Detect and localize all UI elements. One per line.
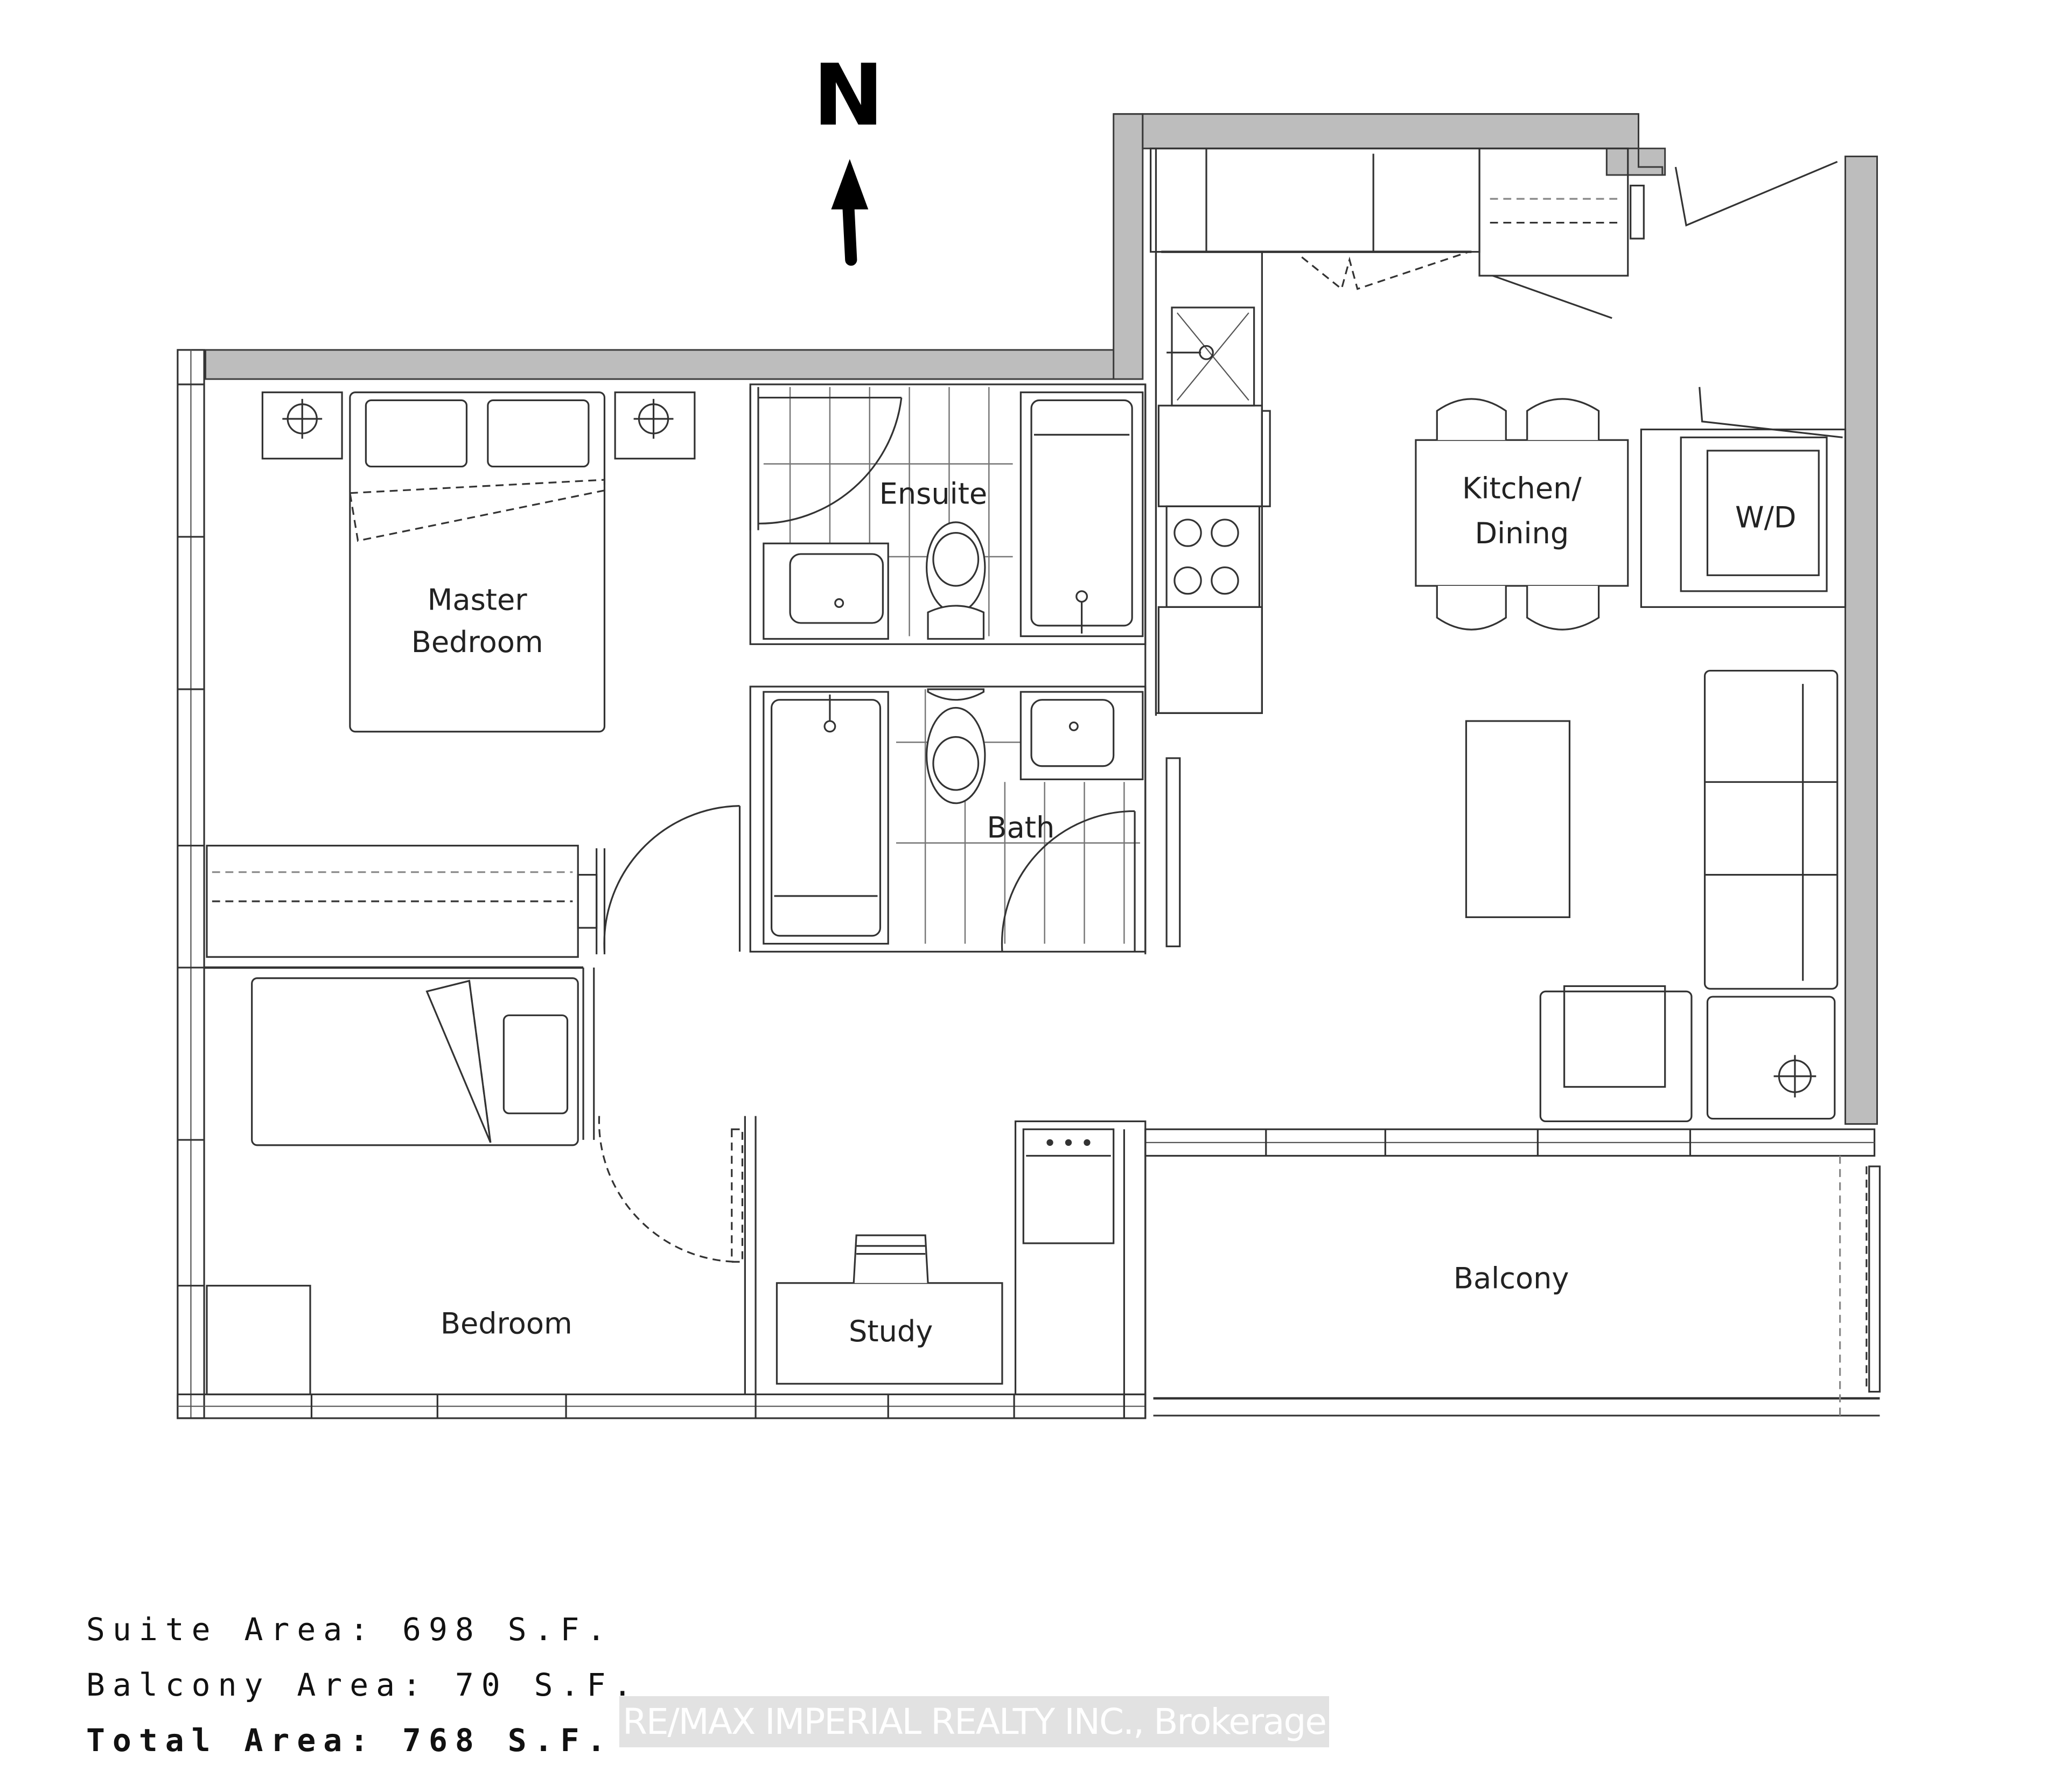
- room-label-ensuite: Ensuite: [879, 477, 988, 510]
- north-compass: N: [813, 46, 884, 266]
- lamp-icon: [282, 398, 323, 439]
- kitchen: Kitchen/ Dining W/D: [1150, 148, 1847, 714]
- room-label-bedroom: Bedroom: [441, 1306, 572, 1340]
- bath: Bath: [603, 685, 1147, 953]
- room-label-dining: Dining: [1475, 516, 1569, 550]
- room-label-master-bedroom-2: Bedroom: [411, 625, 543, 659]
- room-label-wd: W/D: [1735, 501, 1796, 535]
- south-window-wall: [177, 1393, 1147, 1419]
- room-label-kitchen: Kitchen/: [1462, 472, 1582, 506]
- balcony-area: Balcony Area: 70 S.F.: [86, 1667, 640, 1703]
- room-label-study: Study: [849, 1314, 933, 1348]
- total-area: Total Area: 768 S.F.: [86, 1722, 613, 1759]
- north-label: N: [813, 46, 884, 145]
- ensuite: Ensuite: [749, 383, 1147, 645]
- brokerage-watermark: RE/MAX IMPERIAL REALTY INC., Brokerage: [619, 1696, 1329, 1747]
- exterior-walls: [205, 113, 1878, 1125]
- room-label-master-bedroom: Master: [428, 583, 528, 617]
- study: Study: [776, 1120, 1147, 1396]
- balcony-area: Balcony: [1123, 1128, 1881, 1418]
- bedroom: Bedroom: [206, 977, 744, 1396]
- lamp-icon: [1773, 1055, 1817, 1098]
- lamp-icon: [633, 398, 674, 439]
- living-room: [1165, 669, 1839, 1123]
- room-label-balcony: Balcony: [1454, 1262, 1569, 1296]
- area-summary: Suite Area: 698 S.F. Balcony Area: 70 S.…: [86, 1602, 639, 1768]
- west-window-wall: [177, 349, 205, 1419]
- suite-area: Suite Area: 698 S.F.: [86, 1611, 613, 1648]
- master-bedroom: Master Bedroom: [204, 391, 696, 969]
- north-arrow-icon: [831, 159, 869, 266]
- room-label-bath: Bath: [987, 811, 1054, 845]
